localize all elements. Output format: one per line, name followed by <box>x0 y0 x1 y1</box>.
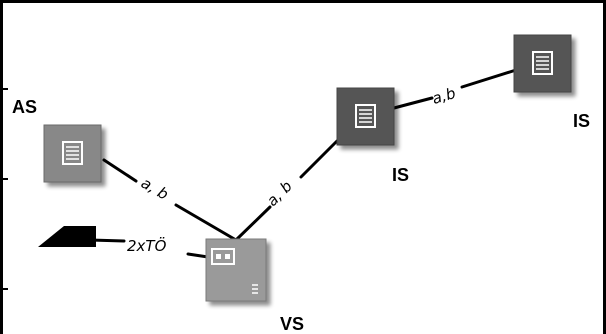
is-node-mid-label: IS <box>392 165 409 185</box>
frame-top-border <box>0 0 606 3</box>
vs-node-label: VS <box>280 314 304 334</box>
terminal-shape <box>38 226 96 247</box>
as-node[interactable] <box>43 124 102 183</box>
document-icon <box>62 141 83 165</box>
edge-vs-is-segment <box>234 205 272 242</box>
edge-label-is-is: a,b <box>430 84 458 108</box>
as-node-label: AS <box>12 97 37 117</box>
edge-is-is-segment <box>460 68 518 89</box>
frame-tick <box>0 178 8 180</box>
edge-is-is-segment <box>392 96 434 110</box>
edge-vs-is-segment <box>299 138 340 179</box>
document-icon <box>355 104 376 128</box>
is-node-mid[interactable] <box>336 87 395 146</box>
edge-terminal-vs-segment <box>186 252 210 259</box>
frame-tick <box>0 88 8 90</box>
is-node-right-label: IS <box>573 111 590 131</box>
vs-node[interactable] <box>205 238 267 302</box>
switch-icon <box>211 248 235 265</box>
edge-label-as-vs: a, b <box>138 174 171 204</box>
edge-label-terminal-vs: 2xTÖ <box>127 236 167 255</box>
frame-right-border <box>603 0 606 334</box>
is-node-right[interactable] <box>513 34 572 93</box>
edge-label-vs-is: a, b <box>263 177 296 210</box>
edge-as-vs-segment <box>174 203 238 242</box>
vent-lines-icon <box>252 284 258 294</box>
document-icon <box>532 51 553 75</box>
edge-as-vs-segment <box>102 158 138 183</box>
frame-tick <box>0 288 8 290</box>
frame-left-border <box>0 0 3 334</box>
